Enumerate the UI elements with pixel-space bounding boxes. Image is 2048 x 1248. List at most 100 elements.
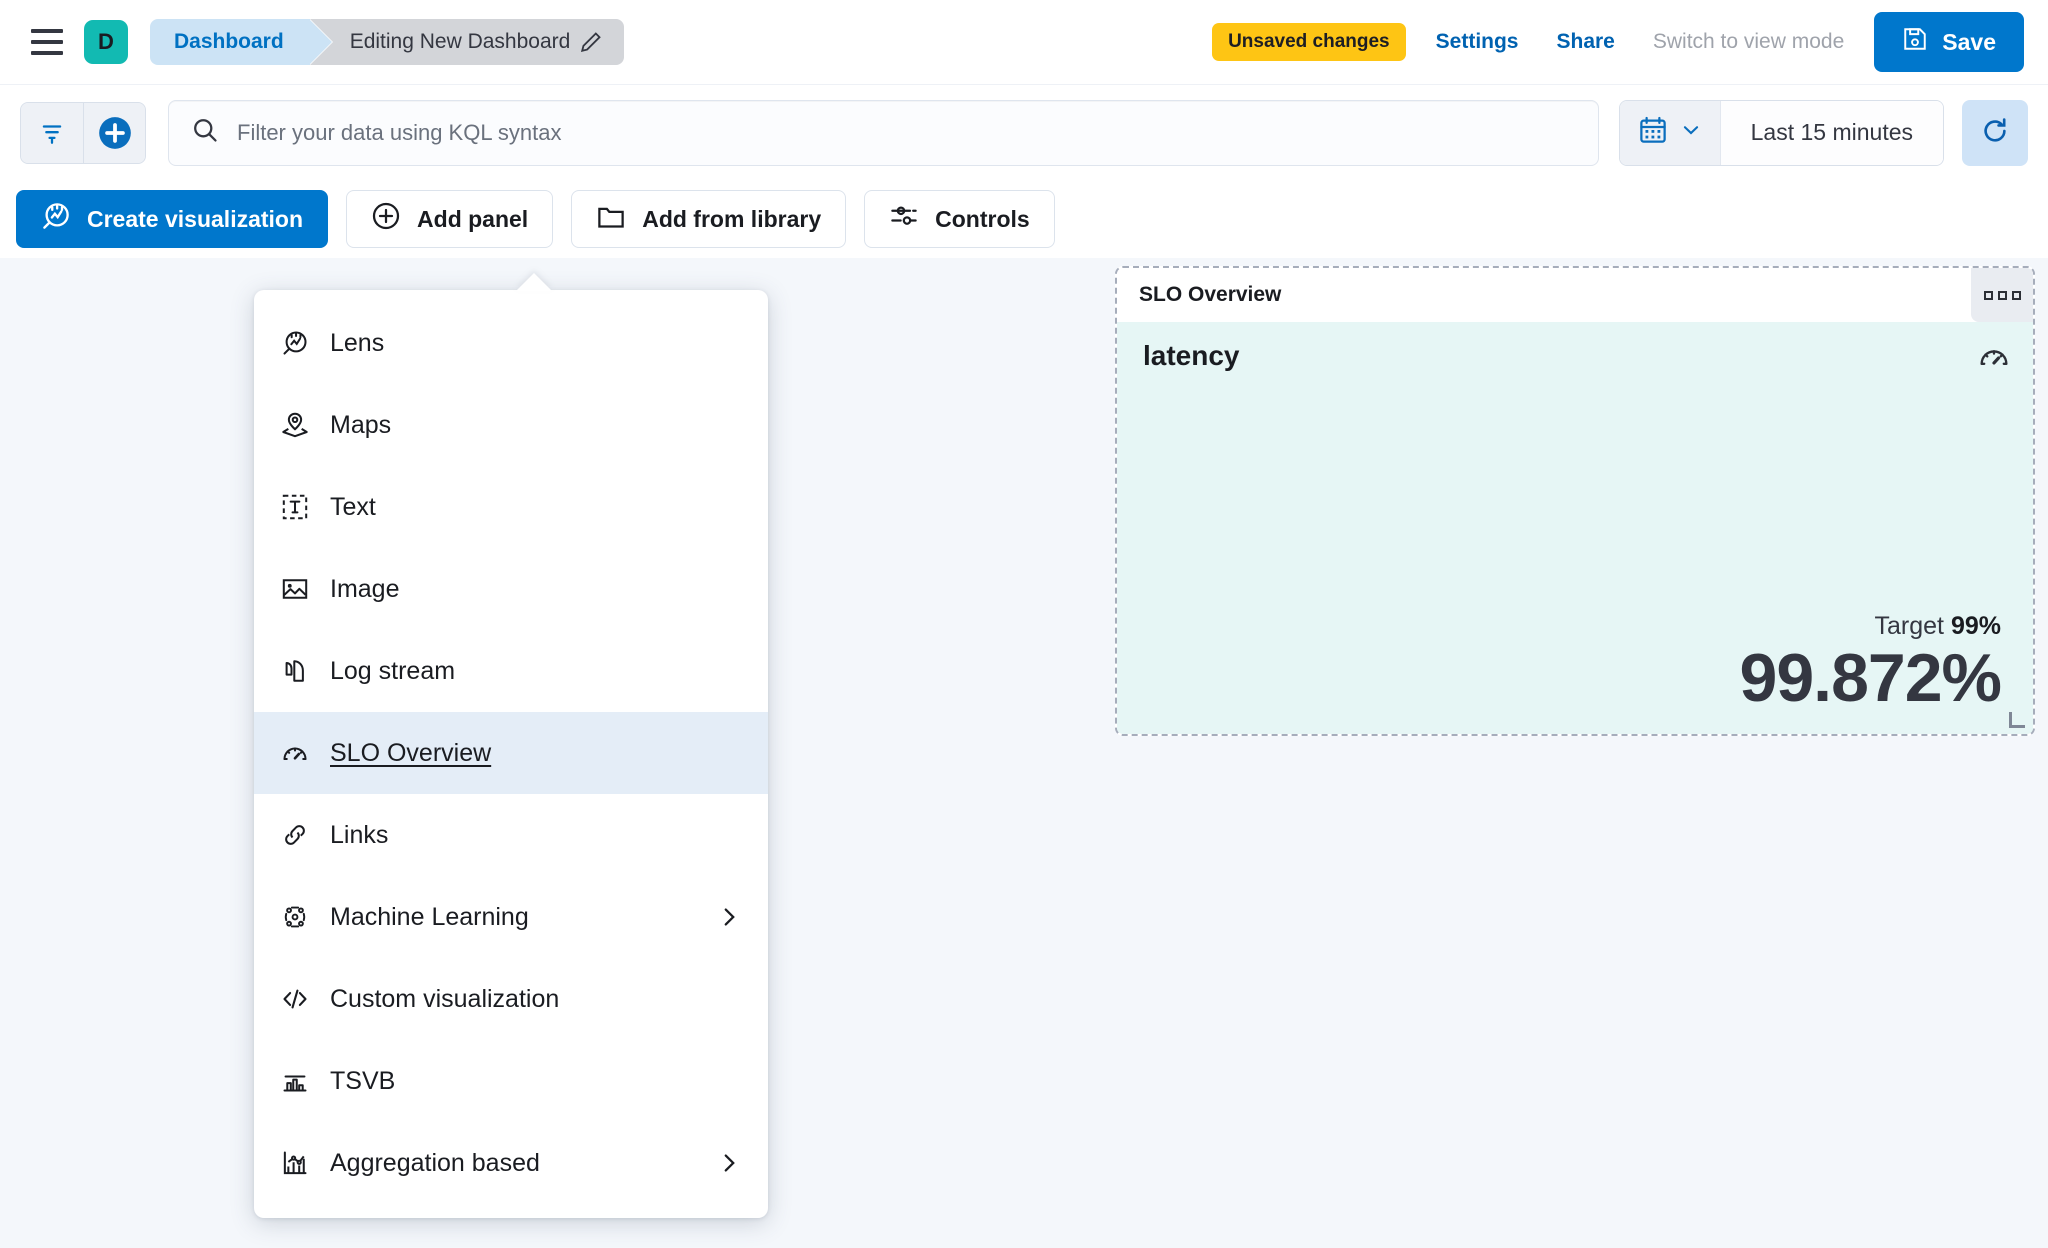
menu-dot (2011, 290, 2021, 300)
breadcrumb-dashboard-label: Dashboard (174, 30, 284, 53)
breadcrumb: Dashboard Editing New Dashboard (150, 19, 625, 65)
panel-context-menu-icon[interactable] (1971, 268, 2033, 322)
menu-item-label: Custom visualization (330, 984, 560, 1013)
switch-view-mode-link[interactable]: Switch to view mode (1652, 30, 1845, 53)
create-visualization-button[interactable]: Create visualization (16, 190, 329, 248)
create-visualization-label: Create visualization (87, 205, 304, 232)
slo-target: Target 99% (1143, 612, 2001, 641)
query-bar: Filter your data using KQL syntax (0, 84, 2048, 180)
pencil-icon[interactable] (580, 31, 602, 53)
menu-item-slo-overview[interactable]: SLO Overview (254, 712, 768, 794)
add-panel-label: Add panel (417, 205, 529, 232)
date-picker: Last 15 minutes (1618, 99, 1944, 166)
status-badge[interactable]: Unsaved changes (1212, 23, 1406, 61)
hamburger-bar (31, 51, 63, 55)
tsvb-bars-icon (280, 1066, 310, 1096)
menu-item-maps[interactable]: Maps (254, 384, 768, 466)
save-button[interactable]: Save (1874, 12, 2024, 72)
image-icon (280, 574, 310, 604)
slo-target-label: Target (1874, 611, 1944, 640)
text-box-icon (280, 492, 310, 522)
slo-name: latency (1143, 340, 1240, 371)
date-quick-select-button[interactable] (1619, 100, 1721, 165)
hamburger-icon[interactable] (24, 19, 70, 65)
plus-circle-icon (371, 201, 401, 237)
header-actions: Unsaved changes Settings Share Switch to… (1212, 12, 2024, 72)
filter-icon[interactable] (21, 102, 83, 163)
hamburger-bar (31, 29, 63, 33)
menu-item-label: SLO Overview (330, 738, 492, 767)
dashboard-panel-slo-overview[interactable]: SLO Overview latency Target 99% (1115, 266, 2035, 736)
menu-item-log-stream[interactable]: Log stream (254, 630, 768, 712)
dashboard-canvas: Lens Maps Text (0, 258, 2048, 1248)
controls-sliders-icon (889, 201, 919, 237)
refresh-icon (1980, 116, 2010, 149)
menu-item-text[interactable]: Text (254, 466, 768, 548)
menu-item-label: Log stream (330, 656, 456, 685)
controls-label: Controls (935, 205, 1030, 232)
settings-link[interactable]: Settings (1435, 30, 1519, 53)
share-link[interactable]: Share (1556, 30, 1615, 53)
menu-item-label: Links (330, 820, 389, 849)
search-icon (191, 116, 219, 149)
menu-item-links[interactable]: Links (254, 794, 768, 876)
search-placeholder: Filter your data using KQL syntax (237, 119, 562, 145)
add-panel-menu: Lens Maps Text (254, 290, 768, 1218)
menu-item-image[interactable]: Image (254, 548, 768, 630)
code-icon (280, 984, 310, 1014)
add-from-library-label: Add from library (642, 205, 822, 232)
save-disk-icon (1902, 26, 1928, 58)
menu-item-label: Maps (330, 410, 392, 439)
slo-target-value: 99% (1950, 611, 2001, 640)
menu-item-machine-learning[interactable]: Machine Learning (254, 876, 768, 958)
menu-item-label: Machine Learning (330, 902, 529, 931)
lens-icon (280, 328, 310, 358)
breadcrumb-dashboard[interactable]: Dashboard (150, 19, 332, 65)
space-avatar[interactable]: D (84, 20, 128, 64)
resize-handle-icon[interactable] (2009, 712, 2025, 728)
maps-pin-icon (280, 410, 310, 440)
ml-nodes-icon (280, 902, 310, 932)
search-input[interactable]: Filter your data using KQL syntax (168, 99, 1599, 166)
chevron-down-icon (1680, 119, 1702, 146)
controls-button[interactable]: Controls (864, 190, 1055, 248)
lens-icon (41, 201, 71, 237)
agg-chart-icon (280, 1148, 310, 1178)
gauge-icon (280, 738, 310, 768)
menu-item-lens[interactable]: Lens (254, 302, 768, 384)
menu-item-label: Lens (330, 328, 385, 357)
panel-header: SLO Overview (1117, 268, 2033, 322)
link-icon (280, 820, 310, 850)
breadcrumb-current[interactable]: Editing New Dashboard (309, 19, 625, 65)
app-header: D Dashboard Editing New Dashboard Unsave… (0, 0, 2048, 84)
panel-body: latency Target 99% 99.872% (1117, 322, 2033, 734)
calendar-icon (1638, 115, 1668, 150)
dashboard-toolbar: Create visualization Add panel Add from … (0, 180, 2048, 258)
slo-sli-value: 99.872% (1739, 639, 2002, 716)
menu-item-tsvb[interactable]: TSVB (254, 1040, 768, 1122)
breadcrumb-current-label: Editing New Dashboard (349, 30, 571, 53)
refresh-button[interactable] (1962, 99, 2028, 166)
menu-item-aggregation-based[interactable]: Aggregation based (254, 1122, 768, 1204)
date-range-display[interactable]: Last 15 minutes (1720, 100, 1943, 165)
menu-item-label: Aggregation based (330, 1148, 540, 1177)
menu-dot (1983, 290, 1993, 300)
add-from-library-button[interactable]: Add from library (571, 190, 847, 248)
folder-icon (596, 201, 626, 237)
menu-item-label: TSVB (330, 1066, 396, 1095)
gauge-icon (1977, 340, 2011, 379)
log-stream-icon (280, 656, 310, 686)
hamburger-bar (31, 40, 63, 44)
chevron-right-icon (716, 1150, 742, 1176)
menu-item-label: Text (330, 492, 376, 521)
menu-dot (1997, 290, 2007, 300)
save-button-label: Save (1942, 28, 1996, 55)
add-panel-button[interactable]: Add panel (346, 190, 554, 248)
add-filter-button[interactable] (83, 102, 145, 163)
chevron-right-icon (716, 904, 742, 930)
filter-button-group (20, 101, 146, 164)
menu-item-label: Image (330, 574, 400, 603)
slo-values: Target 99% 99.872% (1143, 612, 2007, 714)
panel-title[interactable]: SLO Overview (1139, 283, 1282, 306)
menu-item-custom-visualization[interactable]: Custom visualization (254, 958, 768, 1040)
